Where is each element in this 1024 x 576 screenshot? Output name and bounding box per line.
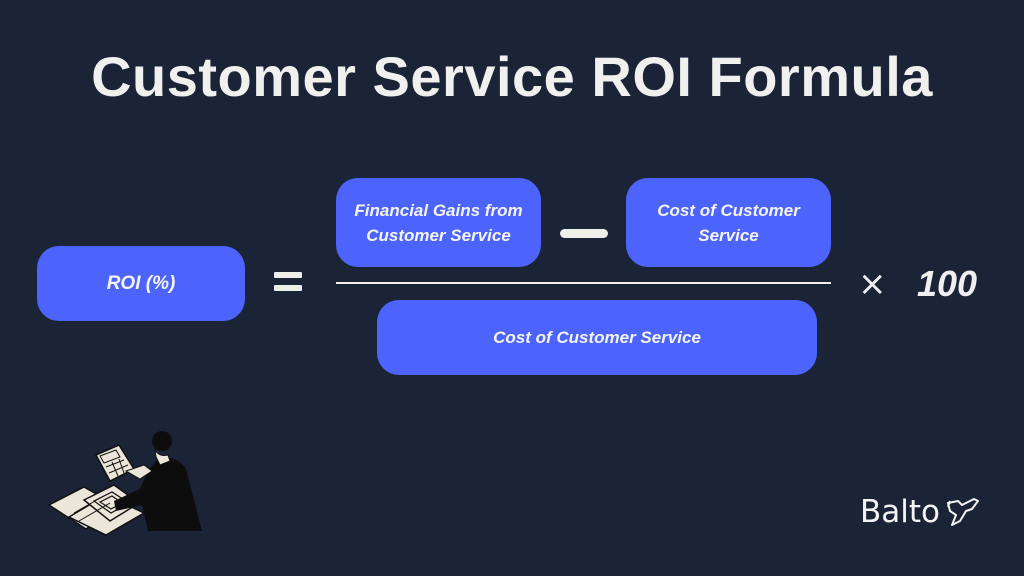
multiply-sign: ×	[858, 264, 887, 304]
cost-numerator-box: Cost of Customer Service	[626, 178, 831, 267]
person-with-calculator-illustration	[47, 431, 202, 536]
roi-box: ROI (%)	[37, 246, 245, 321]
cost-denominator-box: Cost of Customer Service	[377, 300, 817, 375]
cost-numerator-line-2: Service	[698, 225, 759, 245]
fraction-line	[336, 282, 831, 284]
financial-gains-box: Financial Gains from Customer Service	[336, 178, 541, 267]
page-title: Customer Service ROI Formula	[91, 45, 933, 108]
minus-sign	[560, 229, 608, 238]
dog-head-icon	[947, 498, 979, 526]
documents-icon	[47, 484, 146, 536]
equals-sign	[274, 272, 302, 292]
multiplier-value: 100	[917, 263, 978, 304]
brand-name: Balto	[860, 494, 940, 530]
cost-numerator-line-1: Cost of Customer	[657, 200, 800, 220]
roi-label: ROI (%)	[106, 273, 176, 294]
person-icon	[114, 431, 202, 531]
financial-gains-line-1: Financial Gains from	[354, 200, 523, 220]
financial-gains-line-2: Customer Service	[366, 225, 511, 245]
cost-denominator-label: Cost of Customer Service	[493, 328, 701, 347]
balto-logo: Balto	[860, 494, 980, 530]
calculator-icon	[94, 444, 136, 482]
